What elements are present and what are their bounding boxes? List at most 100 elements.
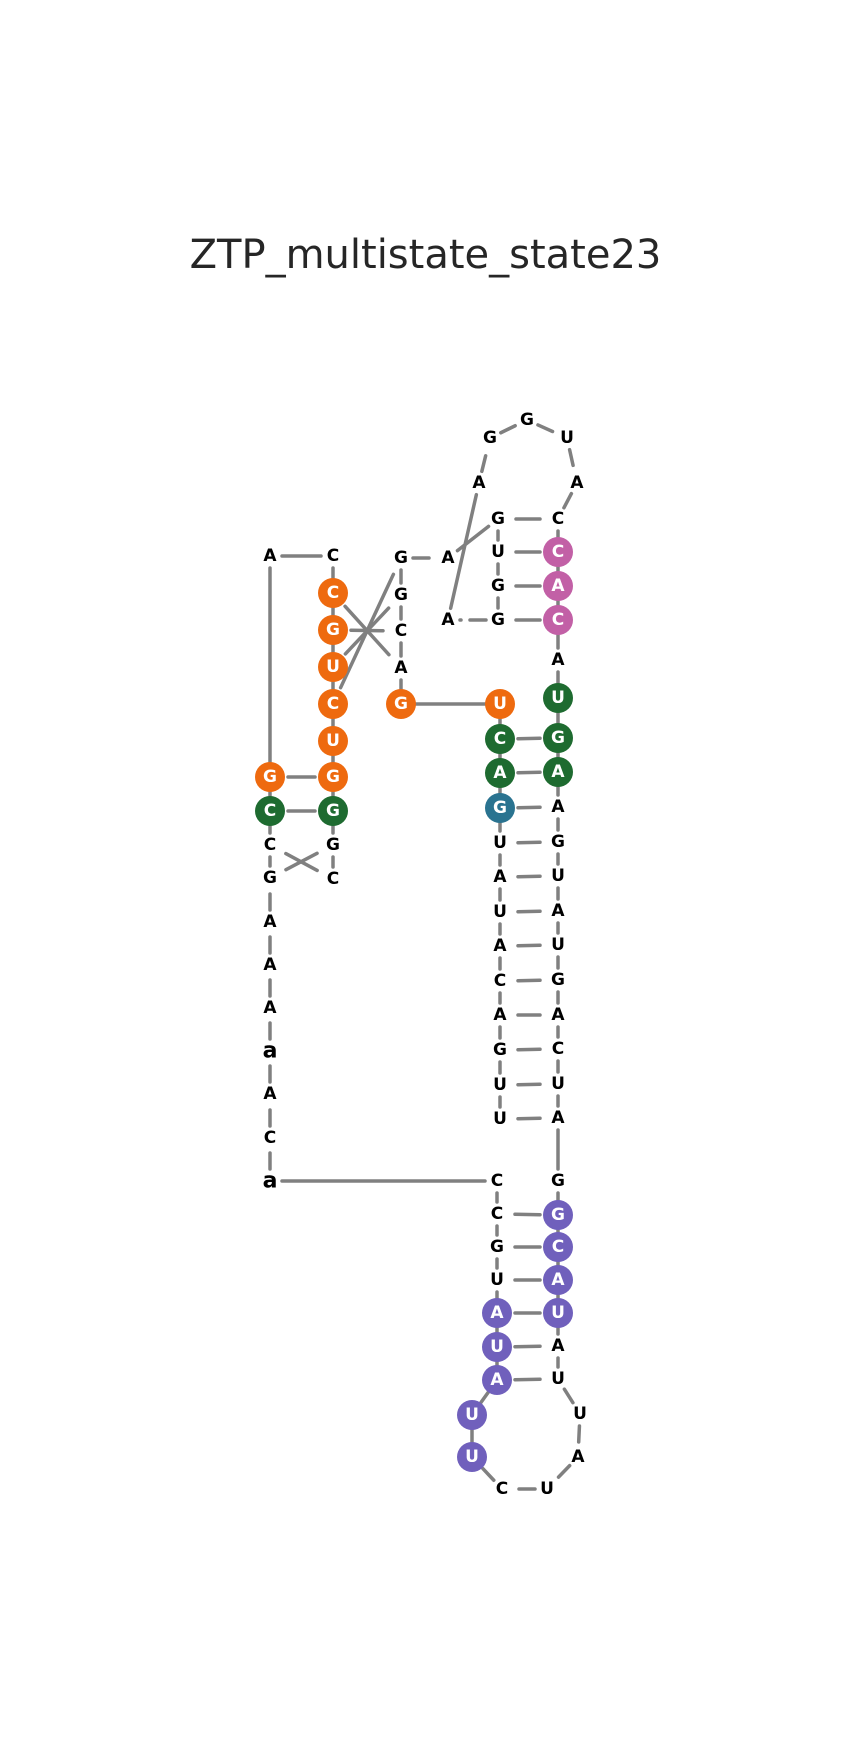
nucleotide-label: A — [551, 1336, 565, 1356]
nucleotide-marker — [318, 689, 348, 719]
nucleotide: G — [491, 509, 505, 529]
nucleotide-label: G — [491, 509, 505, 529]
nucleotide-label: A — [263, 998, 277, 1018]
nucleotide: U — [482, 1332, 512, 1362]
nucleotide-label: C — [552, 509, 564, 529]
nucleotide-marker — [482, 1332, 512, 1362]
nucleotide-label: A — [551, 1270, 565, 1290]
nucleotide-label: C — [327, 583, 339, 603]
nucleotide-label: G — [326, 801, 340, 821]
nucleotide-label: C — [491, 1171, 503, 1191]
nucleotide: C — [491, 1171, 503, 1191]
nucleotide: G — [543, 1200, 573, 1230]
backbone-segment — [455, 524, 491, 553]
nucleotide-label: A — [493, 1005, 507, 1025]
nucleotide-label: a — [263, 1039, 278, 1064]
nucleotide: U — [491, 542, 505, 562]
backbone-segment — [448, 492, 479, 611]
nucleotide-marker — [482, 1365, 512, 1395]
nucleotide: A — [493, 936, 507, 956]
nucleotide: A — [441, 610, 455, 630]
nucleotide-label: A — [263, 546, 277, 566]
nucleotide-label: A — [551, 576, 565, 596]
nucleotide-label: G — [491, 610, 505, 630]
nucleotide-label: U — [490, 1270, 504, 1290]
nucleotide: U — [560, 428, 574, 448]
nucleotide-label: A — [490, 1303, 504, 1323]
base-pair-bonds — [284, 517, 542, 1382]
nucleotide: G — [394, 548, 408, 568]
nucleotide: U — [551, 1074, 565, 1094]
nucleotide-label: C — [327, 869, 339, 889]
nucleotide-label: G — [551, 832, 565, 852]
nucleotide: C — [485, 724, 515, 754]
nucleotide: U — [493, 1109, 507, 1129]
nucleotide-marker — [543, 1200, 573, 1230]
nucleotide: G — [485, 793, 515, 823]
nucleotide: A — [263, 546, 277, 566]
nucleotide: C — [494, 971, 506, 991]
nucleotide-marker — [485, 689, 515, 719]
nucleotide: A — [543, 757, 573, 787]
nucleotide: A — [493, 1005, 507, 1025]
nucleotide: C — [543, 1232, 573, 1262]
nucleotide: A — [551, 797, 565, 817]
nucleotide-label: C — [395, 621, 407, 641]
nucleotide: U — [551, 866, 565, 886]
nucleotide-label: G — [551, 728, 565, 748]
nucleotide: G — [255, 762, 285, 792]
nucleotide-marker — [318, 652, 348, 682]
nucleotide-label: G — [483, 428, 497, 448]
nucleotide-label: G — [551, 970, 565, 990]
nucleotide: A — [570, 473, 584, 493]
nucleotide-label: U — [551, 1369, 565, 1389]
backbone-segment — [480, 447, 489, 474]
nucleotide-label: G — [394, 694, 408, 714]
nucleotide: C — [318, 578, 348, 608]
nucleotide-label: A — [551, 797, 565, 817]
nucleotide: U — [493, 902, 507, 922]
nucleotide-label: A — [394, 658, 408, 678]
nucleotide: A — [263, 955, 277, 975]
nucleotide-label: A — [263, 912, 277, 932]
nucleotide: A — [551, 1336, 565, 1356]
nucleotide-marker — [485, 793, 515, 823]
nucleotide-label: U — [465, 1405, 479, 1425]
backbone-segment — [536, 423, 558, 435]
nucleotide: A — [543, 571, 573, 601]
nucleotide: U — [457, 1400, 487, 1430]
base-pair-bond — [284, 851, 319, 873]
nucleotide-label: U — [493, 1075, 507, 1095]
nucleotide-label: C — [327, 694, 339, 714]
nucleotide-label: A — [551, 1005, 565, 1025]
nucleotide: G — [318, 615, 348, 645]
nucleotide: G — [386, 689, 416, 719]
nucleotide: G — [491, 610, 505, 630]
nucleotide-label: U — [493, 1109, 507, 1129]
nucleotide-label: C — [494, 729, 506, 749]
nucleotide-label: G — [394, 585, 408, 605]
nucleotide-label: U — [551, 1303, 565, 1323]
nucleotide-label: A — [472, 473, 486, 493]
nucleotide-label: C — [494, 971, 506, 991]
nucleotide: A — [551, 1005, 565, 1025]
nucleotide-label: A — [551, 1108, 565, 1128]
nucleotide-label: A — [263, 1084, 277, 1104]
nucleotide-label: U — [491, 542, 505, 562]
nucleotide-label: U — [493, 694, 507, 714]
nucleotide: G — [551, 832, 565, 852]
backbone-segment — [499, 423, 518, 435]
nucleotide-label: U — [573, 1404, 587, 1424]
nucleotide-label: A — [570, 473, 584, 493]
nucleotide: A — [551, 650, 565, 670]
nucleotide: C — [552, 509, 564, 529]
backbone-segment — [553, 1463, 572, 1483]
nucleotide: G — [551, 1171, 565, 1191]
nucleotide-marker — [543, 537, 573, 567]
nucleotide: U — [318, 652, 348, 682]
nucleotide: C — [552, 1039, 564, 1059]
nucleotide-label: G — [493, 798, 507, 818]
nucleotide: a — [263, 1169, 278, 1194]
nucleotide-label: G — [326, 767, 340, 787]
nucleotide-label: C — [552, 542, 564, 562]
